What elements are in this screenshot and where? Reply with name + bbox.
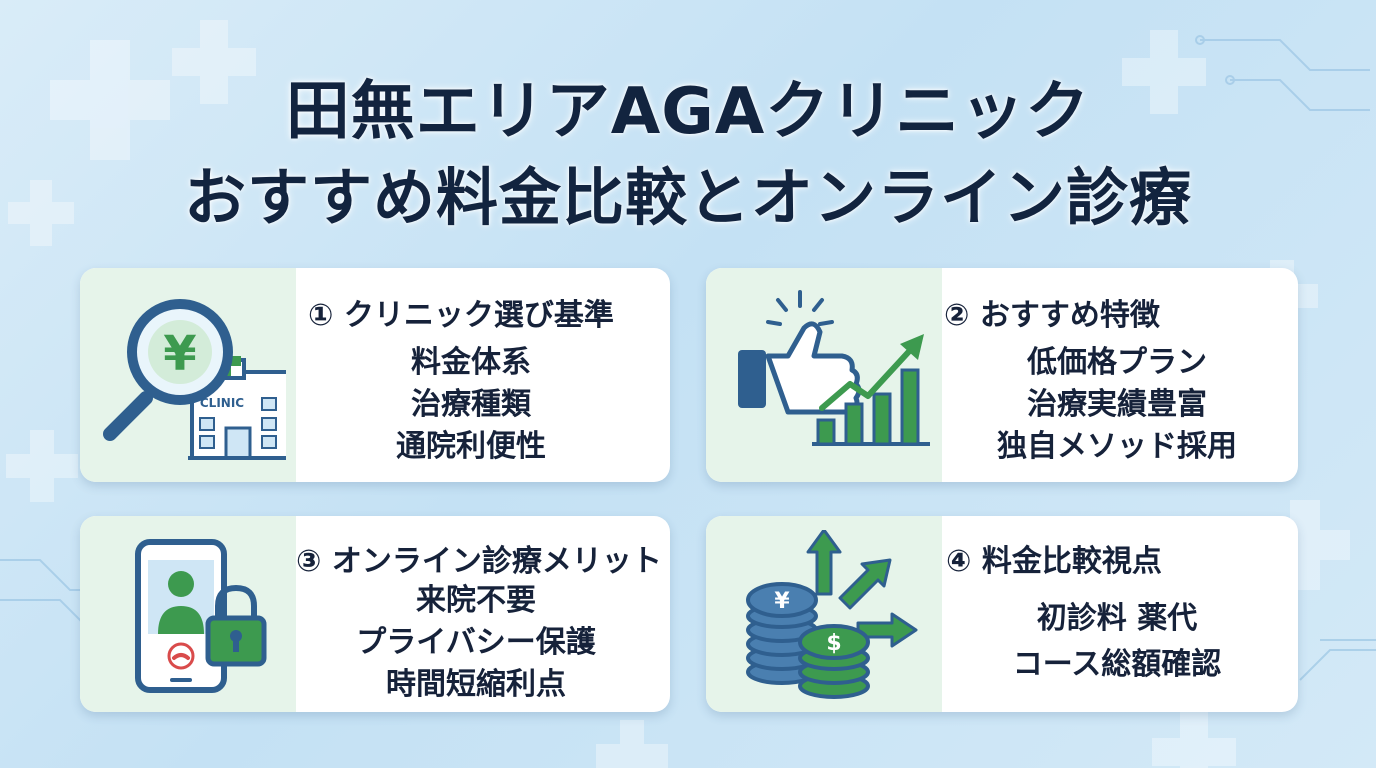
card-items: 料金体系 治療種類 通院利便性 bbox=[296, 342, 646, 468]
page-title-line2: おすすめ料金比較とオンライン診療 bbox=[183, 161, 1192, 234]
card-item: 通院利便性 bbox=[396, 429, 546, 464]
card-item: 低価格プラン bbox=[1027, 345, 1207, 380]
card-recommended-features: ② おすすめ特徴 低価格プラン 治療実績豊富 独自メソッド採用 bbox=[706, 268, 1298, 482]
card-item: 時間短縮利点 bbox=[386, 667, 566, 702]
card-heading: ③ オンライン診療メリット bbox=[296, 544, 662, 579]
card-item: コース総額確認 bbox=[1012, 647, 1222, 682]
card-item: 治療実績豊富 bbox=[1027, 387, 1207, 422]
card-item: 治療種類 bbox=[411, 387, 531, 422]
yen-symbol: ¥ bbox=[163, 326, 196, 382]
dollar-coin-symbol: $ bbox=[826, 631, 841, 656]
coins-arrows-icon: ¥ $ bbox=[746, 530, 918, 699]
magnifier-yen-clinic-icon: CLINIC ¥ bbox=[103, 299, 286, 460]
phone-video-lock-icon bbox=[135, 539, 267, 693]
card-clinic-criteria: CLINIC ¥ ① クリニック選び基準 料金体系 治療種類 通院利便性 bbox=[80, 268, 670, 482]
yen-coin-symbol: ¥ bbox=[774, 589, 790, 614]
card-heading: ④ 料金比較視点 bbox=[946, 544, 1162, 579]
card-price-comparison: ¥ $ ④ 料金比較視点 初診料 薬代 コース総額確認 bbox=[706, 516, 1298, 712]
page-title-line1: 田無エリアAGAクリニック bbox=[285, 75, 1091, 149]
card-online-merits: ③ オンライン診療メリット 来院不要 プライバシー保護 時間短縮利点 bbox=[80, 516, 670, 712]
card-items: 来院不要 プライバシー保護 時間短縮利点 bbox=[296, 580, 656, 706]
card-item: 初診料 薬代 bbox=[1036, 601, 1198, 636]
card-items: 低価格プラン 治療実績豊富 独自メソッド採用 bbox=[942, 342, 1292, 468]
card-item: 料金体系 bbox=[411, 345, 531, 380]
card-item: 独自メソッド採用 bbox=[997, 429, 1237, 464]
card-heading: ① クリニック選び基準 bbox=[308, 298, 614, 333]
thumbs-up-growth-chart-icon bbox=[738, 290, 930, 446]
clinic-sign-text: CLINIC bbox=[200, 396, 244, 410]
card-item: プライバシー保護 bbox=[356, 625, 596, 660]
card-items: 初診料 薬代 コース総額確認 bbox=[942, 596, 1292, 688]
card-item: 来院不要 bbox=[416, 583, 536, 618]
card-heading: ② おすすめ特徴 bbox=[944, 298, 1160, 333]
